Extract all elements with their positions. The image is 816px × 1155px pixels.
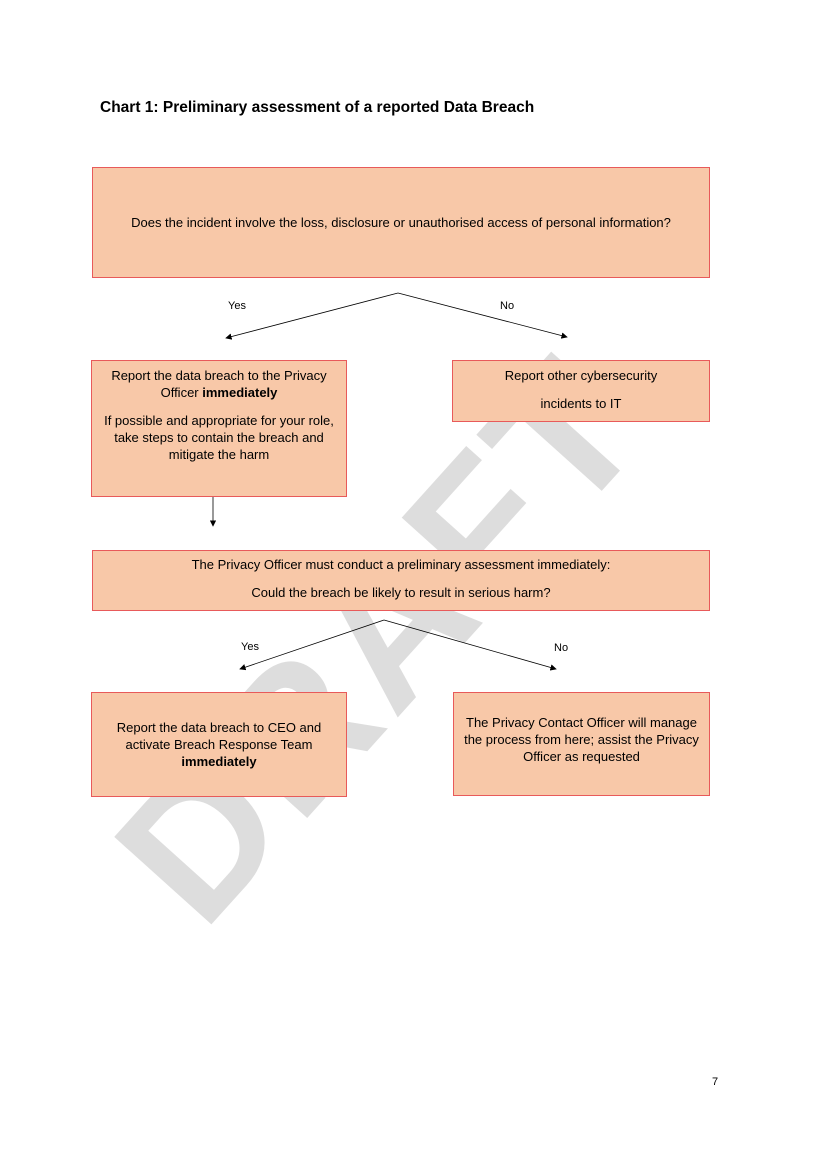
page-number: 7 (712, 1076, 719, 1088)
report-cybersecurity-box: Report other cybersecurity incidents to … (452, 360, 710, 422)
assessment-line-2: Could the breach be likely to result in … (251, 585, 551, 600)
report-ceo-box: Report the data breach to CEO and activa… (91, 692, 347, 797)
question-text: Does the incident involve the loss, disc… (131, 215, 671, 230)
privacy-report-line: Report the data breach to the Privacy Of… (111, 368, 327, 400)
report-privacy-officer-box: Report the data breach to the Privacy Of… (91, 360, 347, 497)
no-arrow-2 (383, 619, 557, 671)
ceo-line: Report the data breach to CEO and activa… (116, 720, 322, 752)
chart-title: Chart 1: Preliminary assessment of a rep… (100, 99, 535, 116)
yes-arrow-1 (225, 292, 399, 340)
privacy-report-text: Report the data breach to the Privacy Of… (100, 367, 338, 401)
immediately-emphasis-2: immediately (181, 754, 257, 769)
yes-label-1: Yes (228, 300, 246, 312)
no-label-1: No (500, 300, 515, 312)
yes-arrow-2 (239, 619, 385, 671)
immediately-emphasis: immediately (202, 385, 278, 400)
cyber-line-1: Report other cybersecurity (504, 368, 658, 383)
contain-breach-text: If possible and appropriate for your rol… (104, 413, 334, 462)
no-label-2: No (554, 642, 569, 654)
cyber-line-2: incidents to IT (540, 396, 622, 411)
preliminary-assessment-box: The Privacy Officer must conduct a preli… (92, 550, 710, 611)
ceo-text: Report the data breach to CEO and activa… (102, 719, 336, 770)
assessment-line-1: The Privacy Officer must conduct a preli… (191, 557, 611, 572)
privacy-contact-officer-box: The Privacy Contact Officer will manage … (453, 692, 710, 796)
question-personal-info-box: Does the incident involve the loss, disc… (92, 167, 710, 278)
yes-label-2: Yes (241, 641, 259, 653)
contact-officer-text: The Privacy Contact Officer will manage … (464, 715, 699, 764)
no-arrow-1 (397, 292, 568, 339)
